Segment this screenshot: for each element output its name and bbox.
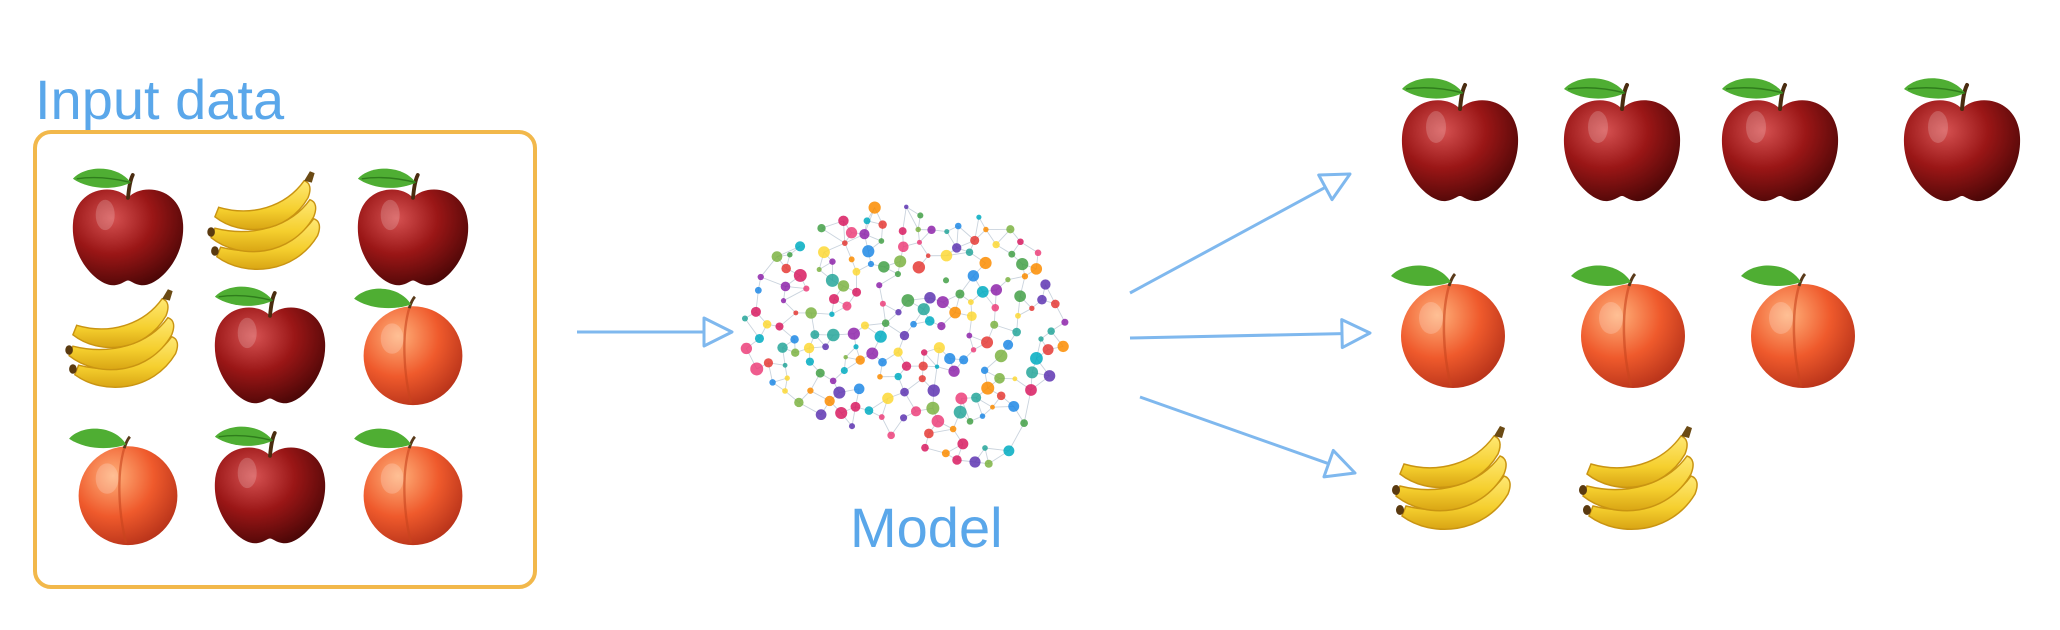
brain-network-nodes: [740, 201, 1069, 468]
peach-icon: [1391, 265, 1505, 388]
banana-icon: [65, 289, 179, 388]
peach-icon: [354, 428, 463, 546]
apple-icon: [1563, 78, 1681, 202]
apple-icon: [357, 168, 469, 286]
apple-icon: [1721, 78, 1839, 202]
neural-network-brain-icon: [740, 201, 1069, 468]
peach-icon: [354, 288, 463, 406]
banana-icon: [207, 171, 321, 270]
apple-icon: [214, 286, 326, 404]
arrows-group: [577, 172, 1372, 479]
apple-icon: [214, 426, 326, 544]
model-label: Model: [850, 496, 1003, 559]
input-data-frame: [33, 130, 537, 589]
apple-icon: [72, 168, 184, 286]
input-fruit-grid: [65, 168, 469, 546]
arrow-model-to-apples: [1129, 172, 1352, 295]
arrow-input-to-model: [577, 316, 734, 348]
arrow-model-to-bananas: [1139, 395, 1357, 479]
banana-icon: [1579, 426, 1698, 530]
banana-icon: [1392, 426, 1511, 530]
output-fruit-groups: [1391, 78, 2021, 530]
apple-icon: [1401, 78, 1519, 202]
peach-icon: [1571, 265, 1685, 388]
arrow-model-to-peaches: [1129, 318, 1372, 350]
input-data-label: Input data: [35, 68, 285, 131]
peach-icon: [1741, 265, 1855, 388]
apple-icon: [1903, 78, 2021, 202]
peach-icon: [69, 428, 178, 546]
